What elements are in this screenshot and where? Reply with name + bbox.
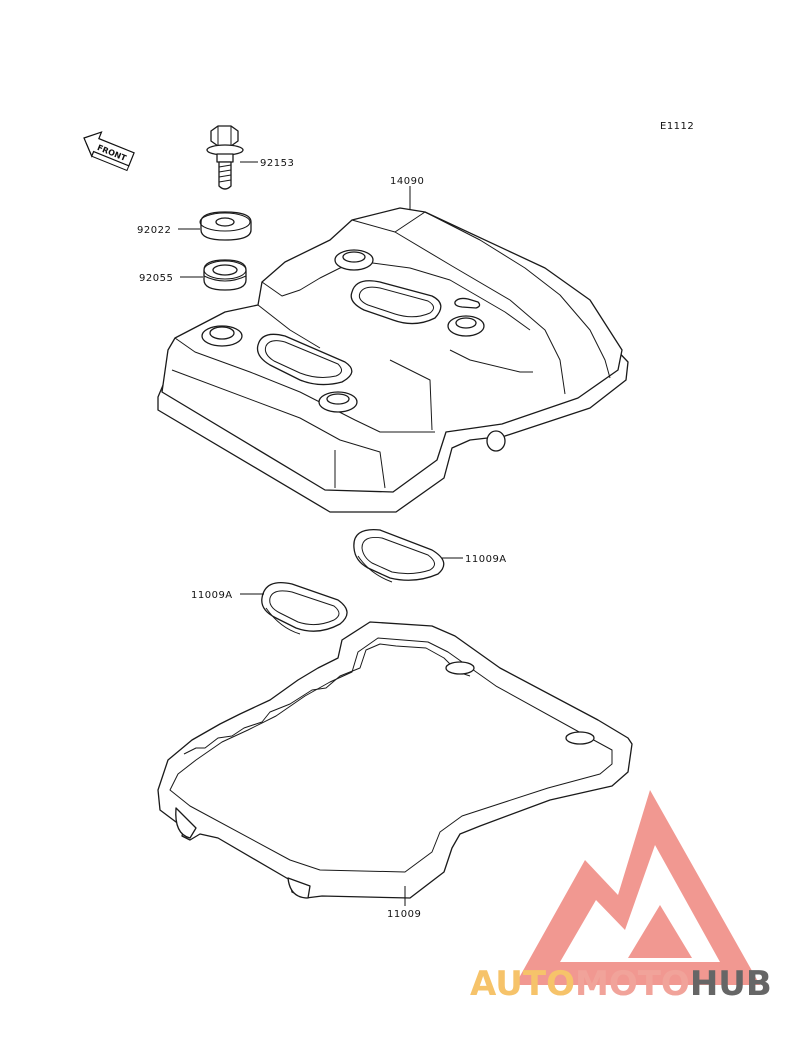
callout-92153: 92153 [260, 158, 294, 169]
bolt-92153 [206, 125, 244, 190]
callout-92055: 92055 [139, 273, 173, 284]
cylinder-head-cover-14090 [157, 207, 629, 513]
watermark-hub: HUB [690, 964, 772, 1004]
front-arrow-icon: FRONT [83, 131, 135, 172]
watermark-logo-text: AUTOMOTOHUB [470, 964, 772, 1004]
grommet-92055 [203, 259, 247, 291]
callout-14090: 14090 [390, 176, 424, 187]
watermark-auto: AUTO [470, 964, 575, 1004]
diagram-code: E1112 [660, 121, 694, 132]
gasket-11009 [157, 621, 633, 899]
gasket-11009a-right [353, 528, 445, 583]
callout-11009a-right: 11009A [465, 554, 507, 565]
svg-text:AUTOMOTOHUB: AUTOMOTOHUB [470, 964, 772, 1004]
gasket-11009a-left [261, 581, 348, 635]
callout-92022: 92022 [137, 225, 171, 236]
callout-11009: 11009 [387, 909, 421, 920]
watermark-logo-triangle [515, 790, 760, 985]
callout-11009a-left: 11009A [191, 590, 233, 601]
watermark-moto: MOTO [575, 964, 690, 1004]
washer-92022 [199, 211, 252, 241]
